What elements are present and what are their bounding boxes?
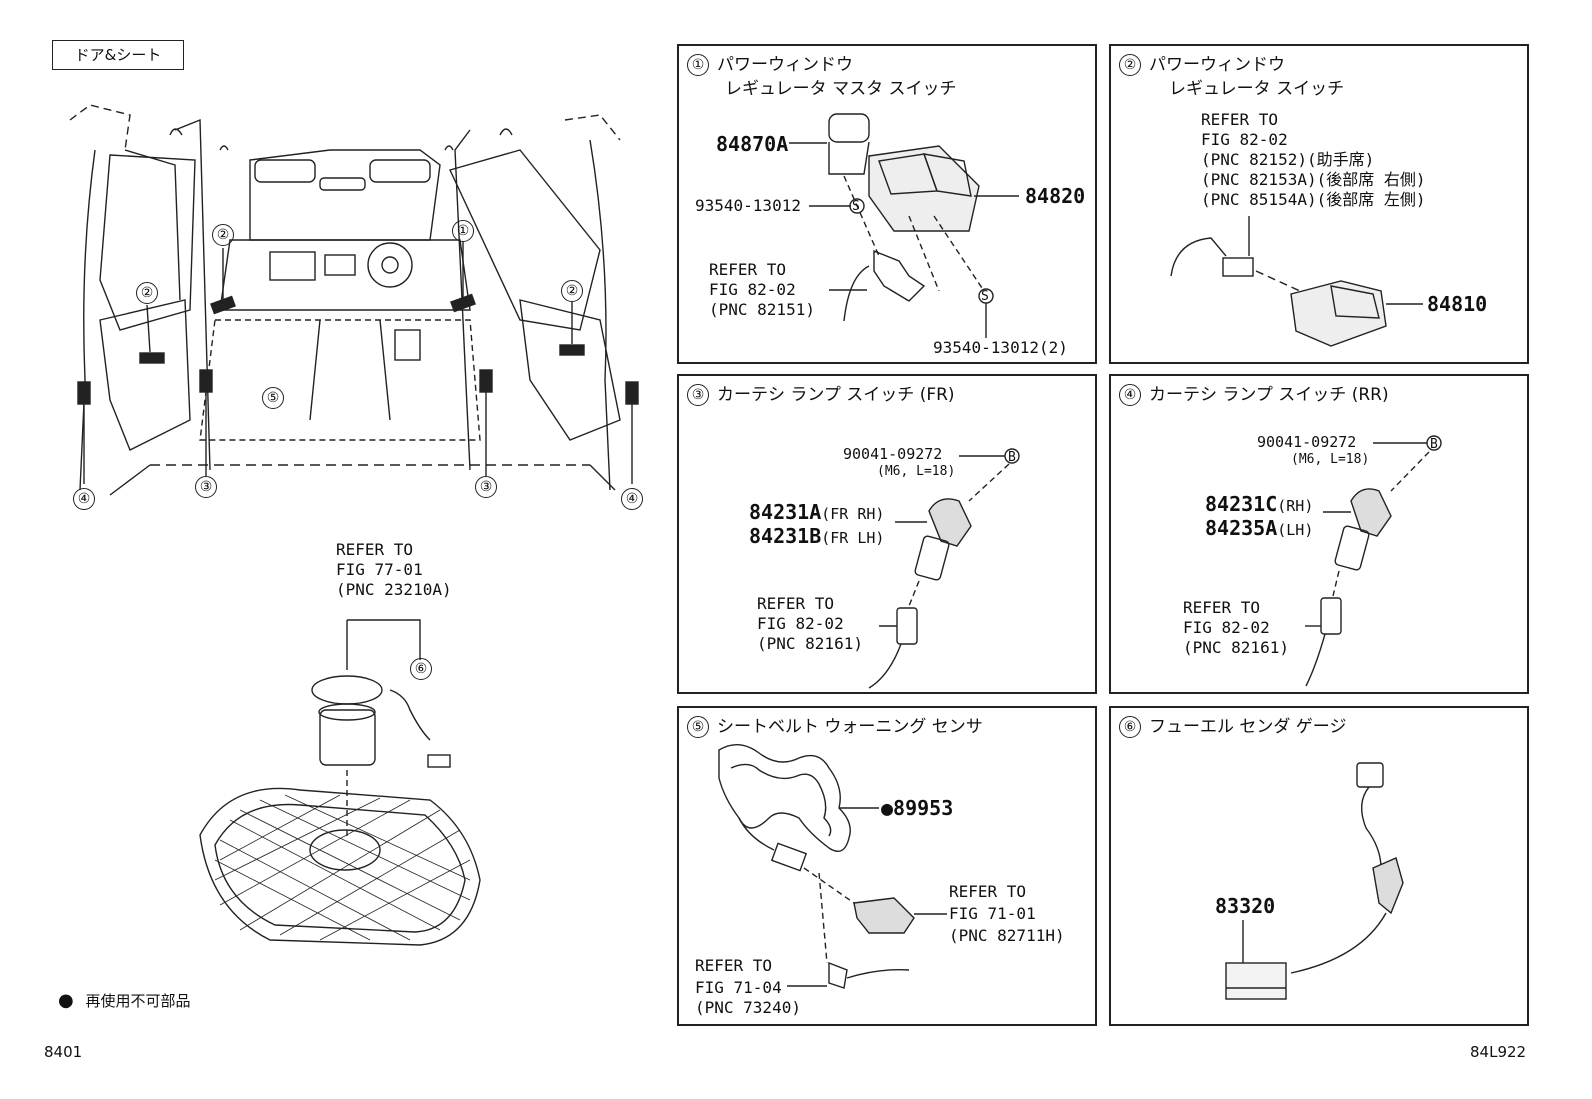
overview-refer-line-2: FIG 77-01: [336, 560, 423, 579]
callout-2-right-rear: ②: [561, 280, 591, 302]
callout-3-left: ③: [195, 476, 225, 498]
bolt-symbol-s-2: S: [981, 289, 989, 304]
vehicle-interior-overview: [69, 104, 639, 946]
part-84231B: 84231B(FR LH): [749, 524, 885, 548]
panel-3-bolt-symbol: B: [1008, 450, 1016, 465]
part-84870A: 84870A: [716, 132, 789, 156]
panel-5-refer-b-line-1: REFER TO: [695, 956, 773, 975]
footer-right-code: 84L922: [1470, 1043, 1527, 1061]
panel-6-drawing: [1225, 762, 1404, 1000]
panel-2-drawing: [1170, 216, 1423, 347]
panel-5-refer-b-line-3: (PNC 73240): [695, 998, 801, 1017]
panel-3-refer-line-1: REFER TO: [757, 594, 835, 613]
panel-4-bolt: 90041-09272: [1257, 433, 1357, 451]
panel-1-drawing: [789, 113, 1019, 338]
panel-4-refer-line-1: REFER TO: [1183, 598, 1261, 617]
panel-2-refer-line-2: FIG 82-02: [1201, 130, 1288, 149]
panel-4-bolt-spec: (M6, L=18): [1291, 452, 1370, 467]
overview-refer-line-1: REFER TO: [336, 540, 414, 559]
panel-3-bolt: 90041-09272: [843, 445, 943, 463]
part-83320: 83320: [1215, 894, 1276, 918]
panel-2-refer-line-5: (PNC 85154A)(後部席 左側): [1201, 190, 1426, 209]
panel-1-refer-line-1: REFER TO: [709, 260, 787, 279]
panel-4-refer-line-3: (PNC 82161): [1183, 638, 1289, 657]
panel-2-refer-line-3: (PNC 82152)(助手席): [1201, 150, 1375, 169]
callout-5-seat: ⑤: [262, 387, 292, 409]
panel-5-refer-a-line-3: (PNC 82711H): [949, 926, 1065, 945]
bolt-symbol-s-1: S: [852, 199, 860, 214]
panel-3-refer-line-2: FIG 82-02: [757, 614, 844, 633]
part-89953: ●89953: [881, 796, 954, 820]
legend: ● 再使用不可部品: [58, 990, 190, 1011]
panel-5-refer-a-line-1: REFER TO: [949, 882, 1027, 901]
category-label: ドア&シート: [52, 40, 184, 70]
panel-4-drawing: [1305, 435, 1442, 687]
panel-2-subtitle: レギュレータ スイッチ: [1169, 79, 1345, 99]
panel-3-refer-line-3: (PNC 82161): [757, 634, 863, 653]
panel-5-drawing: [718, 744, 947, 989]
part-84820: 84820: [1025, 184, 1086, 208]
panel-2-refer-line-1: REFER TO: [1201, 110, 1279, 129]
panel-1-refer-line-2: FIG 82-02: [709, 280, 796, 299]
panel-4-bolt-symbol: B: [1430, 437, 1438, 452]
panel-2-refer-line-4: (PNC 82153A)(後部席 右側): [1201, 170, 1426, 189]
panel-5-refer-a-line-2: FIG 71-01: [949, 904, 1036, 923]
legend-text: 再使用不可部品: [85, 992, 191, 1010]
panel-1-subtitle: レギュレータ マスタ スイッチ: [725, 79, 957, 99]
callout-2-left-front: ②: [212, 224, 242, 246]
callout-3-right: ③: [475, 476, 505, 498]
part-84231C: 84231C(RH): [1205, 492, 1314, 516]
part-84810: 84810: [1427, 292, 1488, 316]
panel-3-bolt-spec: (M6, L=18): [877, 464, 956, 479]
callout-2-left-rear: ②: [136, 282, 166, 304]
overview-refer-line-3: (PNC 23210A): [336, 580, 452, 599]
panel-1-refer-line-3: (PNC 82151): [709, 300, 815, 319]
part-84231A: 84231A(FR RH): [749, 500, 885, 524]
footer-left-code: 8401: [44, 1043, 83, 1061]
part-84235A: 84235A(LH): [1205, 516, 1314, 540]
callout-4-left: ④: [73, 488, 103, 510]
callout-1-driver: ①: [452, 220, 482, 242]
callout-6-fuel: ⑥: [410, 658, 440, 680]
callout-4-right: ④: [621, 488, 651, 510]
bolt-93540-13012-2: 93540-13012(2): [933, 338, 1068, 357]
panel-5-refer-b-line-2: FIG 71-04: [695, 978, 782, 997]
legend-symbol: ●: [58, 990, 74, 1011]
panel-3-drawing: [868, 448, 1020, 689]
bolt-93540-13012: 93540-13012: [695, 196, 801, 215]
panel-4-refer-line-2: FIG 82-02: [1183, 618, 1270, 637]
